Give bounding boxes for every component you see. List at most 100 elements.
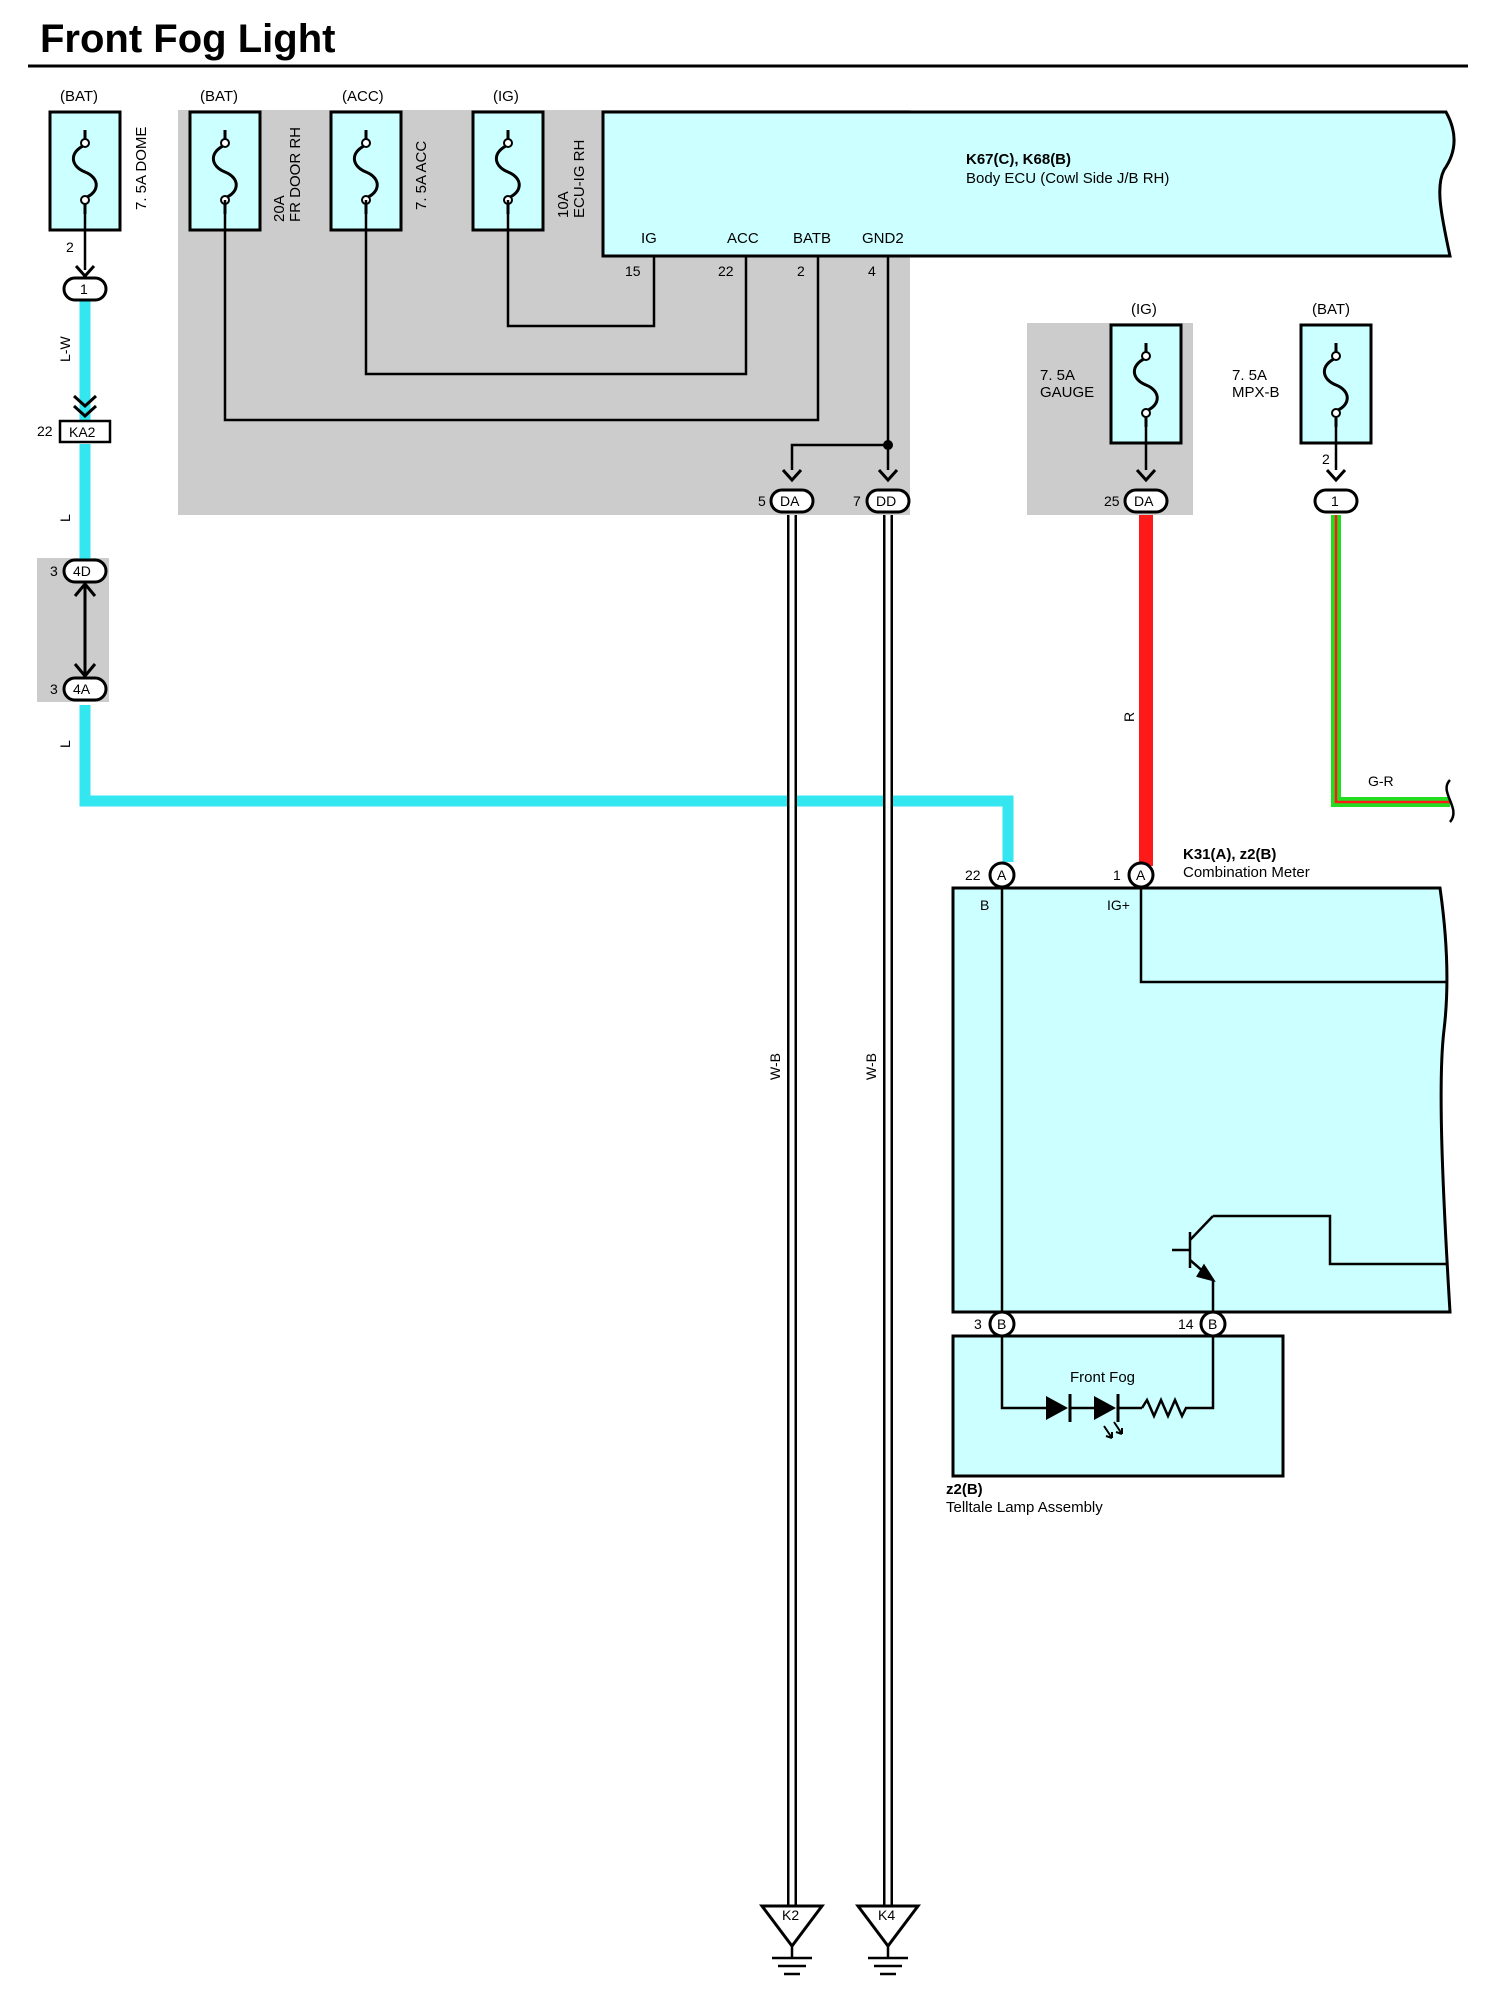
connector-mpx-1: 1 (1313, 468, 1359, 514)
fuse-ecu-ig-amp: 10A (555, 191, 572, 218)
connector-da25-pin: 25 (1104, 493, 1120, 509)
connector-4a-id: 4A (73, 681, 91, 697)
colored-wires (79, 300, 1455, 1920)
connector-4a: 3 4A (50, 676, 108, 702)
fuse-gauge-label: GAUGE (1040, 384, 1094, 401)
fuse-icon (352, 130, 379, 214)
connector-dd7-id: DD (876, 493, 896, 509)
telltale-lamp-label: Front Fog (1070, 1369, 1135, 1386)
wire-label-l2: L (57, 740, 73, 748)
connector-4d: 3 4D (50, 558, 108, 584)
page-title: Front Fog Light (40, 17, 335, 61)
resistor-icon (1140, 1396, 1190, 1420)
connector-meter-b14: 14 B (1178, 1310, 1227, 1338)
fuse-mpx: (BAT) 7. 5A MPX-B 2 (1232, 301, 1373, 467)
meter-term-ig: IG+ (1107, 897, 1130, 913)
splice-dot (883, 440, 893, 450)
fuse-acc: (ACC) 7. 5A ACC (329, 88, 430, 232)
arrow-icon (1325, 468, 1347, 483)
connector-mpx-1-id: 1 (1331, 493, 1339, 509)
connector-meter-b14-pin: 14 (1178, 1316, 1194, 1332)
ground-k4: K4 (855, 1904, 921, 1976)
telltale-circuit (1000, 1336, 1215, 1410)
wire-label-gr: G-R (1368, 773, 1394, 789)
ground-k2: K2 (759, 1904, 825, 1976)
fuse-gauge-supply: (IG) (1131, 301, 1157, 318)
ground-icon (855, 1904, 921, 1949)
connector-meter-a22: 22 A (965, 861, 1016, 889)
connector-da25-id: DA (1134, 493, 1154, 509)
jb-wiring (83, 200, 1338, 470)
connector-meter-a22-id: A (997, 867, 1007, 883)
connector-dd7-pin: 7 (853, 493, 861, 509)
connector-4d-pin: 3 (50, 563, 58, 579)
connector-meter-b3-id: B (997, 1316, 1006, 1332)
connector-ka2-pin: 22 (37, 423, 53, 439)
body-ecu-name: Body ECU (Cowl Side J/B RH) (966, 170, 1169, 187)
wire-labels: L-W L L W-B W-B R G-R (57, 336, 1394, 1080)
connector-meter-a1-pin: 1 (1113, 867, 1121, 883)
fuse-icon (211, 130, 238, 214)
telltale-lamp-assembly: Front Fog z2(B) Telltale Lamp Assembly (946, 1334, 1285, 1516)
connector-meter-b14-id: B (1208, 1316, 1217, 1332)
combination-meter: K31(A), z2(B) Combination Meter 22 A 1 A… (951, 846, 1452, 1338)
fuse-dome-label: 7. 5A DOME (133, 127, 150, 210)
connector-4a-pin: 3 (50, 681, 58, 697)
connector-da5-id: DA (780, 493, 800, 509)
arrow-icon (1135, 468, 1157, 483)
fuse-icon (1322, 343, 1349, 427)
telltale-code: z2(B) (946, 1481, 983, 1498)
meter-name: Combination Meter (1183, 864, 1310, 881)
connector-ka2-id: KA2 (69, 424, 96, 440)
connector-ka2: 22 KA2 (37, 394, 112, 444)
wire-label-l1: L (57, 514, 73, 522)
ground-k2-label: K2 (782, 1907, 799, 1923)
connector-da5: 5 DA (758, 468, 815, 514)
wire-label-lw: L-W (57, 336, 73, 362)
connector-meter-a22-pin: 22 (965, 867, 981, 883)
fuse-fr-door: (BAT) 20A FR DOOR RH (188, 88, 304, 232)
led-icon (1094, 1394, 1123, 1439)
fuse-ecu-ig: (IG) 10A ECU-IG RH (471, 88, 588, 232)
ground-k4-label: K4 (878, 1907, 895, 1923)
fuse-icon (494, 130, 521, 214)
arrow-icon (74, 264, 96, 279)
connector-4d-id: 4D (73, 563, 91, 579)
meter-term-b: B (980, 897, 989, 913)
fuse-icon (1132, 343, 1159, 427)
ground-icon (759, 1904, 825, 1949)
fuse-fr-door-label: FR DOOR RH (287, 127, 304, 222)
fuse-acc-supply: (ACC) (342, 88, 384, 105)
wire-l-blue-2 (79, 705, 1014, 862)
fuse-mpx-pin: 2 (1322, 451, 1330, 467)
meter-internal-drive (1211, 1214, 1446, 1312)
ecu-pin-gnd2-num: 4 (868, 263, 876, 279)
body-ecu: K67(C), K68(B) Body ECU (Cowl Side J/B R… (601, 110, 1456, 279)
ecu-term-batb: BATB (793, 230, 831, 247)
ecu-pin-acc: 22 (718, 263, 734, 279)
wire-acc (364, 200, 748, 376)
connector-meter-b3-pin: 3 (974, 1316, 982, 1332)
fuse-mpx-supply: (BAT) (1312, 301, 1350, 318)
fuse-dome-pin: 2 (66, 239, 74, 255)
fuse-fr-door-amp: 20A (271, 195, 288, 222)
connector-dome-1: 1 (62, 264, 108, 302)
ecu-term-gnd2: GND2 (862, 230, 904, 247)
wire-label-r: R (1121, 712, 1137, 722)
arrow-icon (781, 468, 803, 483)
fuse-icon (71, 130, 98, 214)
arrow-icon (73, 581, 97, 679)
ecu-term-acc: ACC (727, 230, 759, 247)
connector-dd7: 7 DD (853, 468, 911, 514)
connector-meter-a1: 1 A (1113, 861, 1155, 889)
arrow-icon (877, 468, 899, 483)
arrow-icon (72, 394, 98, 419)
fuse-ecu-ig-label: ECU-IG RH (571, 140, 588, 218)
fuse-gauge: (IG) 7. 5A GAUGE (1040, 301, 1183, 445)
fuse-fr-door-supply: (BAT) (200, 88, 238, 105)
wire-label-wb2: W-B (863, 1053, 879, 1080)
wire-batb (223, 200, 820, 422)
body-ecu-code: K67(C), K68(B) (966, 151, 1071, 168)
connector-meter-b3: 3 B (974, 1310, 1016, 1338)
telltale-name: Telltale Lamp Assembly (946, 1499, 1103, 1516)
